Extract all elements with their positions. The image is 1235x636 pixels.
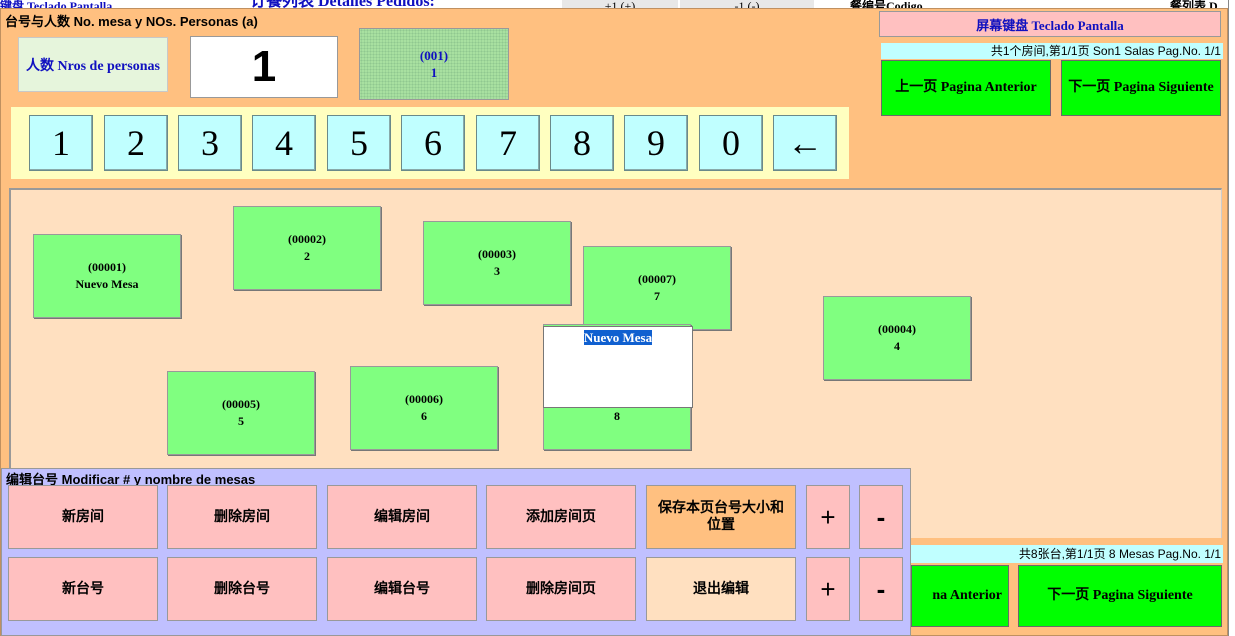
tables-prev-page-button[interactable]: na Anterior [911,565,1009,627]
add-room-page-button[interactable]: 添加房间页 [486,485,636,549]
room-page-info: 共1个房间,第1/1页 Son1 Salas Pag.No. 1/1 [881,43,1223,59]
size-increase-button-2[interactable]: + [806,557,850,621]
persons-label: 人数 Nros de personas [18,37,168,92]
numkey-3[interactable]: 3 [178,115,242,171]
table-and-persons-dialog: 台号与人数 No. mesa y NOs. Personas (a) 人数 Nr… [0,8,1228,636]
numkey-1[interactable]: 1 [29,115,93,171]
table-name: Nuevo Mesa [75,277,139,291]
tables-next-page-button[interactable]: 下一页 Pagina Siguiente [1018,565,1222,627]
table-00006[interactable]: (00006) 6 [350,366,498,450]
dialog-title: 台号与人数 No. mesa y NOs. Personas (a) [5,14,258,29]
table-code: (00004) [878,322,916,336]
edit-room-button[interactable]: 编辑房间 [327,485,477,549]
numkey-8[interactable]: 8 [550,115,614,171]
numkey-9[interactable]: 9 [624,115,688,171]
table-00003[interactable]: (00003) 3 [423,221,571,305]
delete-table-button[interactable]: 删除台号 [167,557,317,621]
table-name-editor-selection: Nuevo Mesa [583,330,653,345]
table-name: 7 [654,289,660,303]
table-00002[interactable]: (00002) 2 [233,206,381,290]
numkey-7[interactable]: 7 [476,115,540,171]
table-code: (00002) [288,232,326,246]
size-decrease-button[interactable]: - [859,485,903,549]
save-table-layout-button[interactable]: 保存本页台号大小和位置 [646,485,796,549]
table-name-editor[interactable]: Nuevo Mesa [543,326,693,408]
table-00001[interactable]: (00001) Nuevo Mesa [33,234,181,318]
numkey-5[interactable]: 5 [327,115,391,171]
screen-keyboard-button[interactable]: 屏幕键盘 Teclado Pantalla [879,11,1221,37]
new-table-button[interactable]: 新台号 [8,557,158,621]
selected-table-number: 1 [430,65,438,80]
table-00005[interactable]: (00005) 5 [167,371,315,455]
background-app-sidebar [1228,0,1235,636]
table-name: 6 [421,409,427,423]
room-prev-page-button[interactable]: 上一页 Pagina Anterior [881,60,1051,116]
tables-page-info: 共8张台,第1/1页 8 Mesas Pag.No. 1/1 [911,545,1223,563]
table-name: 8 [614,409,620,423]
numkey-6[interactable]: 6 [401,115,465,171]
table-name: 5 [238,414,244,428]
size-decrease-button-2[interactable]: - [859,557,903,621]
room-next-page-button[interactable]: 下一页 Pagina Siguiente [1061,60,1221,116]
table-code: (00005) [222,397,260,411]
table-name: 2 [304,249,310,263]
delete-room-page-button[interactable]: 删除房间页 [486,557,636,621]
table-code: (00001) [88,260,126,274]
new-room-button[interactable]: 新房间 [8,485,158,549]
delete-room-button[interactable]: 删除房间 [167,485,317,549]
numkey-4[interactable]: 4 [252,115,316,171]
edit-tables-panel: 编辑台号 Modificar # y nombre de mesas 新房间 删… [1,468,911,636]
table-code: (00006) [405,392,443,406]
table-00004[interactable]: (00004) 4 [823,296,971,380]
numkey-2[interactable]: 2 [104,115,168,171]
table-code: (00007) [638,272,676,286]
backspace-key[interactable]: ← [773,115,837,171]
number-keypad: 1 2 3 4 5 6 7 8 9 0 ← [11,107,849,179]
edit-panel-title: 编辑台号 Modificar # y nombre de mesas [6,472,256,487]
exit-edit-button[interactable]: 退出编辑 [646,557,796,621]
persons-count-input[interactable]: 1 [190,36,338,98]
table-code: (00003) [478,247,516,261]
numkey-0[interactable]: 0 [699,115,763,171]
table-00007[interactable]: (00007) 7 [583,246,731,330]
bg-order-list-label: 订餐列表 Detalles Pedidos: [250,0,435,10]
selected-table-display: (001) 1 [359,28,509,100]
table-name: 4 [894,339,900,353]
edit-table-button[interactable]: 编辑台号 [327,557,477,621]
size-increase-button[interactable]: + [806,485,850,549]
table-name: 3 [494,264,500,278]
selected-table-code: (001) [419,48,449,63]
